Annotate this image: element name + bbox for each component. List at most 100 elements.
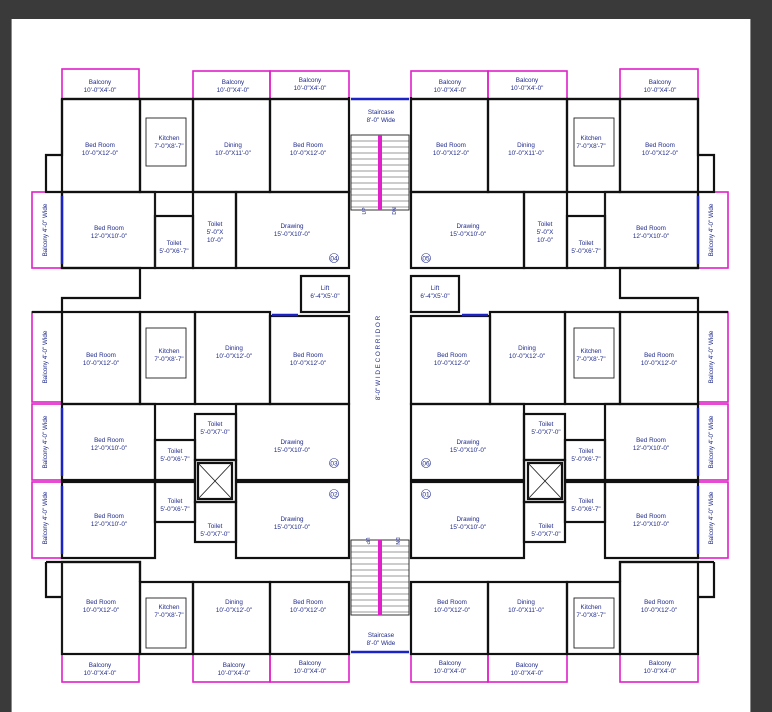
stair-mark-sm4: DN <box>394 537 400 545</box>
unit-number-u03: 03 <box>329 458 339 468</box>
svg-text:04: 04 <box>330 256 338 263</box>
duct-shafts <box>196 461 564 501</box>
viewer-top-bar <box>0 0 772 19</box>
side-balcony-sb5: Balcony 4'-0" Wide <box>708 203 715 256</box>
corridor-label: 8'-0" W I D E C O R R I D O R <box>375 315 382 400</box>
side-balcony-sb7: Balcony 4'-0" Wide <box>708 415 715 468</box>
staircase-bottom <box>350 539 410 616</box>
staircase-top <box>350 134 410 211</box>
unit-number-u06: 06 <box>421 458 431 468</box>
svg-text:06: 06 <box>422 461 430 468</box>
side-balcony-sb8: Balcony 4'-0" Wide <box>708 491 715 544</box>
interior-lines <box>61 117 615 654</box>
unit-number-u05: 05 <box>421 253 431 263</box>
stair-mark-sm3: UP <box>364 538 370 546</box>
side-balcony-sb3: Balcony 4'-0" Wide <box>42 415 49 468</box>
stair-direction-marks: UP DN UP DN <box>362 207 400 545</box>
side-balcony-labels: Balcony 4'-0" Wide Balcony 4'-0" Wide Ba… <box>42 203 715 544</box>
stair-mark-sm2: DN <box>392 207 398 215</box>
unit-numbers: 04 05 03 06 02 01 <box>329 253 431 499</box>
unit-number-u01: 01 <box>421 489 431 499</box>
unit-number-u02: 02 <box>329 489 339 499</box>
walls <box>32 97 728 656</box>
svg-text:01: 01 <box>422 492 430 499</box>
svg-text:05: 05 <box>422 256 430 263</box>
side-balcony-sb2: Balcony 4'-0" Wide <box>42 330 49 383</box>
svg-text:03: 03 <box>330 461 338 468</box>
side-balcony-sb6: Balcony 4'-0" Wide <box>708 330 715 383</box>
side-balcony-sb4: Balcony 4'-0" Wide <box>42 491 49 544</box>
svg-text:02: 02 <box>330 492 338 499</box>
unit-number-u04: 04 <box>329 253 339 263</box>
stair-mark-sm1: UP <box>362 207 368 215</box>
side-balcony-sb1: Balcony 4'-0" Wide <box>42 203 49 256</box>
